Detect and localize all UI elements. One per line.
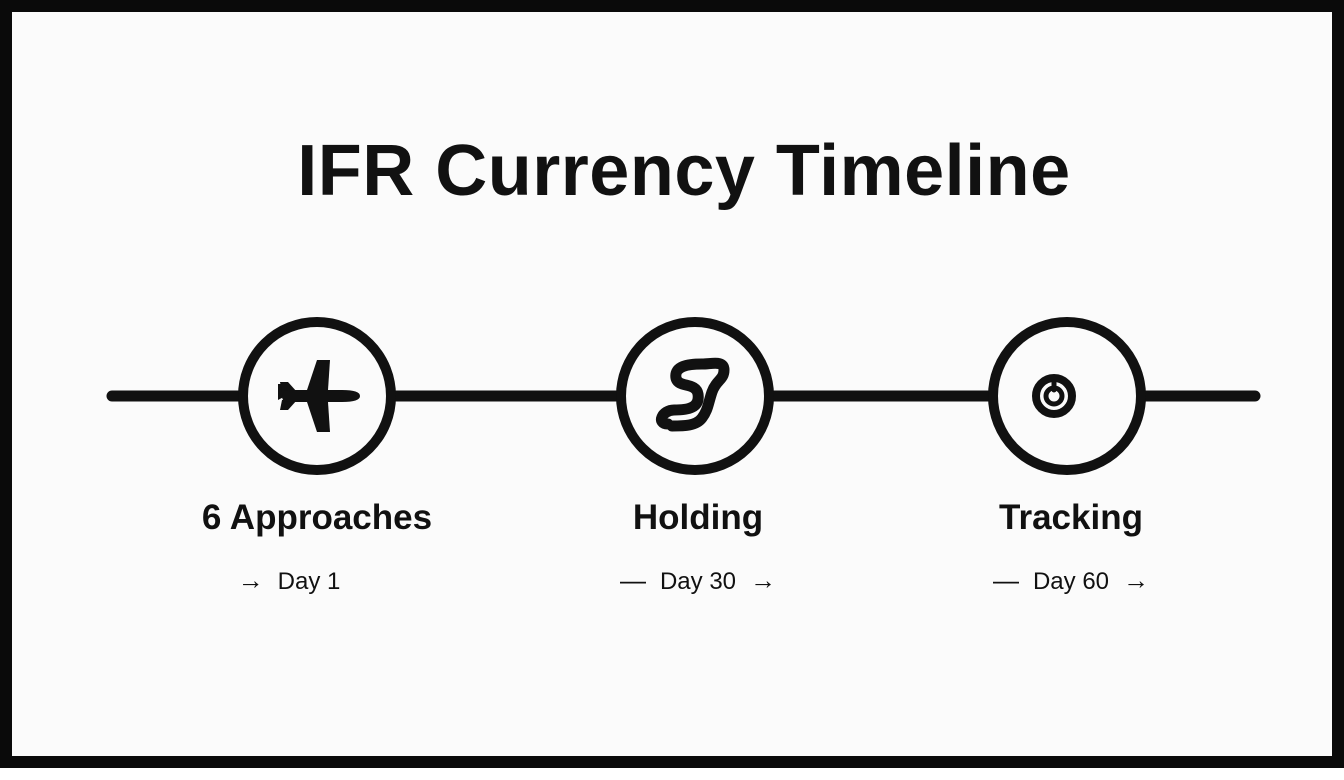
timeline-node-tracking	[988, 317, 1146, 475]
timeline	[106, 317, 1261, 475]
step-day-text: Day 1	[277, 568, 341, 595]
timeline-node-approaches	[238, 317, 396, 475]
arrow-right-icon: →	[750, 565, 777, 595]
dash-icon: —	[992, 565, 1019, 595]
step-day-text: Day 60	[1032, 568, 1110, 595]
step-day-approaches: → Day 1	[96, 565, 496, 596]
step-label-approaches: 6 Approaches	[201, 498, 433, 537]
timeline-node-holding	[616, 317, 774, 475]
holding-pattern-icon	[656, 357, 730, 432]
step-label-tracking: Tracking	[999, 498, 1143, 537]
airplane-icon	[278, 360, 360, 432]
dash-icon: —	[619, 565, 646, 595]
diagram-title: IFR Currency Timeline	[297, 131, 1071, 211]
step-label-holding: Holding	[632, 498, 764, 537]
arrow-right-icon: →	[237, 565, 264, 595]
step-day-text: Day 30	[659, 568, 737, 595]
step-day-holding: — Day 30 →	[498, 565, 898, 596]
arrow-right-icon: →	[1123, 565, 1150, 595]
tracking-target-icon	[1032, 374, 1076, 418]
step-day-tracking: — Day 60 →	[871, 565, 1271, 596]
